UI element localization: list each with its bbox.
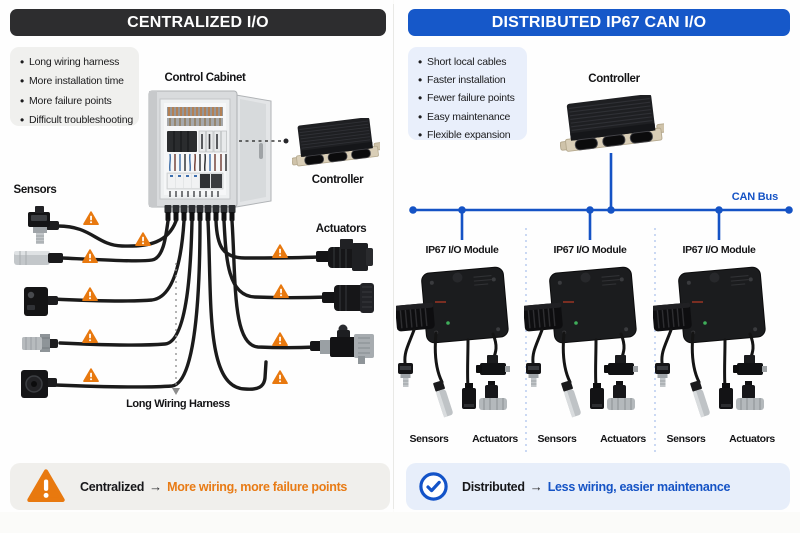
bullet-item: Fewer failure points [418, 89, 517, 107]
ip67-module-label: IP67 I/O Module [682, 244, 756, 256]
sensors-label: Sensors [666, 433, 706, 445]
actuators-label: Actuators [600, 433, 646, 445]
banner-keyword: Distributed [462, 479, 525, 494]
check-circle-icon [419, 472, 448, 501]
ip67-module-label: IP67 I/O Module [553, 244, 627, 256]
centralized-bullet-list: Long wiring harness More installation ti… [10, 47, 139, 126]
controller-label: Controller [311, 174, 364, 186]
actuators-label: Actuators [729, 433, 775, 445]
sensors-label: Sensors [537, 433, 577, 445]
distributed-summary-banner: Distributed → Less wiring, easier mainte… [406, 463, 790, 510]
actuators-label: Actuators [472, 433, 518, 445]
can-bus-label: CAN Bus [731, 191, 778, 203]
bullet-item: Faster installation [418, 71, 517, 89]
centralized-summary-banner: Centralized → More wiring, more failure … [10, 463, 390, 510]
bullet-item: More failure points [20, 92, 129, 111]
control-cabinet-label: Control Cabinet [164, 72, 246, 84]
panel-divider [393, 4, 394, 509]
banner-keyword: Centralized [80, 479, 145, 494]
long-wiring-harness-label: Long Wiring Harness [126, 398, 230, 410]
distributed-bullet-list: Short local cables Faster installation F… [408, 47, 527, 141]
sensors-label: Sensors [13, 184, 57, 196]
bullet-item: Easy maintenance [418, 108, 517, 126]
distributed-header: DISTRIBUTED IP67 CAN I/O [408, 9, 790, 36]
bullet-item: More installation time [20, 72, 129, 91]
bullet-item: Flexible expansion [418, 126, 517, 144]
banner-message: Less wiring, easier maintenance [547, 479, 731, 494]
bullet-item: Short local cables [418, 53, 517, 71]
banner-message: More wiring, more failure points [167, 479, 348, 494]
centralized-header: CENTRALIZED I/O [10, 9, 386, 36]
banner-arrow: → [149, 479, 163, 494]
controller-label: Controller [588, 73, 640, 85]
actuators-label: Actuators [315, 223, 367, 235]
banner-arrow: → [529, 479, 543, 494]
warning-icon [27, 469, 65, 504]
sensors-label: Sensors [409, 433, 449, 445]
bullet-item: Long wiring harness [20, 53, 129, 72]
bullet-item: Difficult troubleshooting [20, 111, 133, 130]
ip67-module-label: IP67 I/O Module [425, 244, 499, 256]
